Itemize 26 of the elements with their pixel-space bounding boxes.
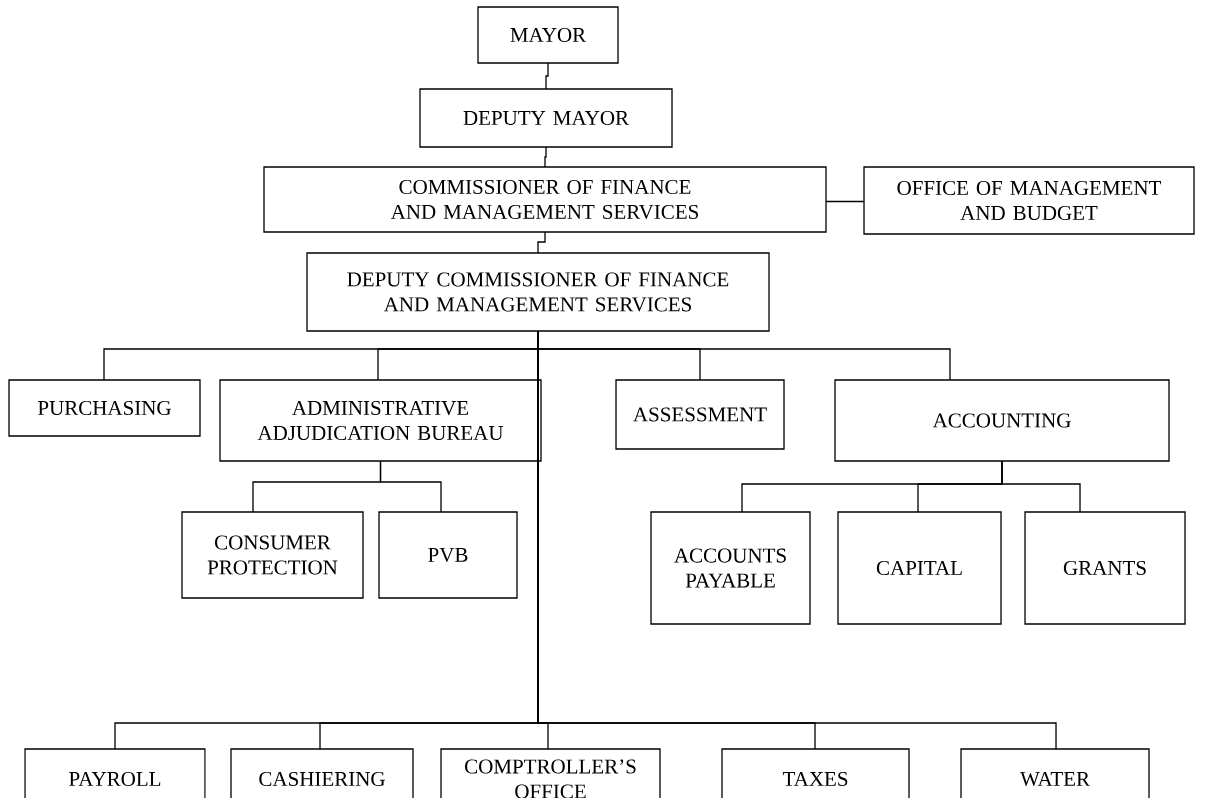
org-box: ACCOUNTS PAYABLE <box>650 511 811 625</box>
org-box: MAYOR <box>477 6 619 64</box>
org-box: COMMISSIONER OF FINANCE AND MANAGEMENT SERVICES <box>263 166 827 233</box>
org-box: CASHIERING <box>230 748 414 798</box>
org-box: PAYROLL <box>24 748 206 798</box>
connector-line <box>545 62 549 90</box>
org-box: DEPUTY MAYOR <box>419 88 673 148</box>
connector-line <box>537 330 1057 750</box>
org-box: WATER <box>960 748 1150 798</box>
org-box: ADMINISTRATIVE ADJUDICATION BUREAU <box>219 379 542 462</box>
org-box: CONSUMER PROTECTION <box>181 511 364 599</box>
org-box: TAXES <box>721 748 910 798</box>
connector-line <box>379 460 442 513</box>
org-box: PURCHASING <box>8 379 201 437</box>
connector-line <box>825 200 865 203</box>
org-box: COMPTROLLER’S OFFICE <box>440 748 661 798</box>
connector-line <box>1001 460 1081 513</box>
org-box: ACCOUNTING <box>834 379 1170 462</box>
org-box: ASSESSMENT <box>615 379 785 450</box>
connector-line <box>537 231 546 254</box>
connector-line <box>544 146 547 168</box>
org-box: CAPITAL <box>837 511 1002 625</box>
org-box: OFFICE OF MANAGEMENT AND BUDGET <box>863 166 1195 235</box>
org-box: DEPUTY COMMISSIONER OF FINANCE AND MANAGEMENT SERVICES <box>306 252 770 332</box>
org-box: GRANTS <box>1024 511 1186 625</box>
org-box: PVB <box>378 511 518 599</box>
